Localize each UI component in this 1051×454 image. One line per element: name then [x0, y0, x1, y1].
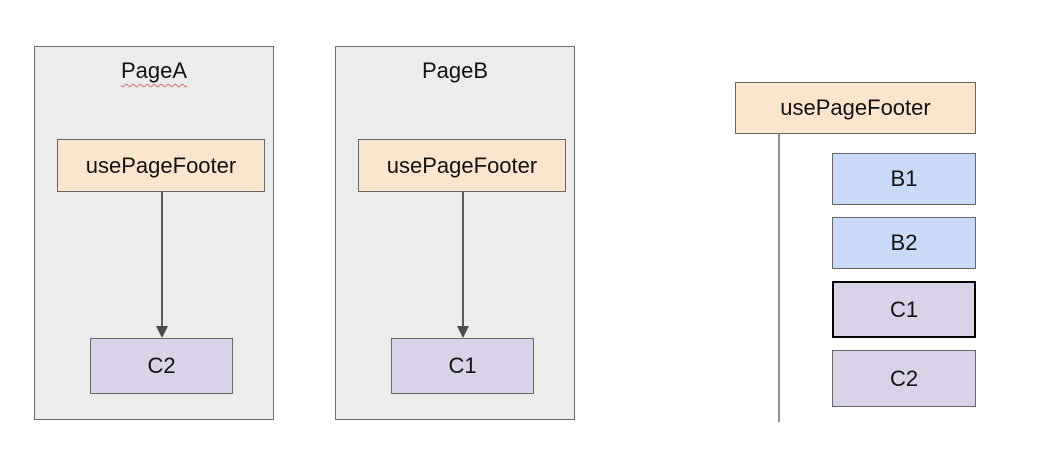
- legend-item-b2-label: B2: [890, 230, 918, 255]
- legend-connector-line: [778, 134, 780, 422]
- page-b-usepagefooter-node: usePageFooter: [358, 139, 566, 192]
- legend-item-c1-label: C1: [889, 296, 919, 322]
- legend-item-c2-label: C2: [889, 365, 919, 391]
- legend-usepagefooter-node: usePageFooter: [735, 82, 976, 134]
- legend-item-b1-label: B1: [890, 166, 918, 191]
- page-a-usepagefooter-label: usePageFooter: [85, 152, 237, 178]
- page-b-usepagefooter-label: usePageFooter: [386, 152, 538, 178]
- page-a-title-text: PageA: [120, 58, 188, 83]
- page-b-title-text: PageB: [421, 58, 489, 83]
- legend-item-b2: B2: [832, 217, 976, 269]
- page-a-c2-node: C2: [90, 338, 233, 394]
- page-b-c1-label: C1: [448, 353, 477, 378]
- page-a-container: PageA usePageFooter C2: [34, 46, 274, 420]
- page-b-title: PageB: [336, 58, 574, 84]
- arrow-line: [161, 192, 163, 327]
- arrow-head-icon: [156, 326, 168, 338]
- page-a-title: PageA: [35, 58, 273, 84]
- legend-usepagefooter-label: usePageFooter: [780, 95, 931, 120]
- arrow-head-icon: [457, 326, 469, 338]
- page-a-c2-label: C2: [147, 353, 176, 378]
- page-b-c1-node: C1: [391, 338, 534, 394]
- page-a-usepagefooter-node: usePageFooter: [57, 139, 265, 192]
- page-a-down-arrow: [155, 192, 169, 338]
- page-b-container: PageB usePageFooter C1: [335, 46, 575, 420]
- legend-item-b1: B1: [832, 153, 976, 205]
- legend-item-c1-highlighted: C1: [832, 281, 976, 338]
- arrow-line: [462, 192, 464, 327]
- page-b-down-arrow: [456, 192, 470, 338]
- legend-item-c2: C2: [832, 350, 976, 407]
